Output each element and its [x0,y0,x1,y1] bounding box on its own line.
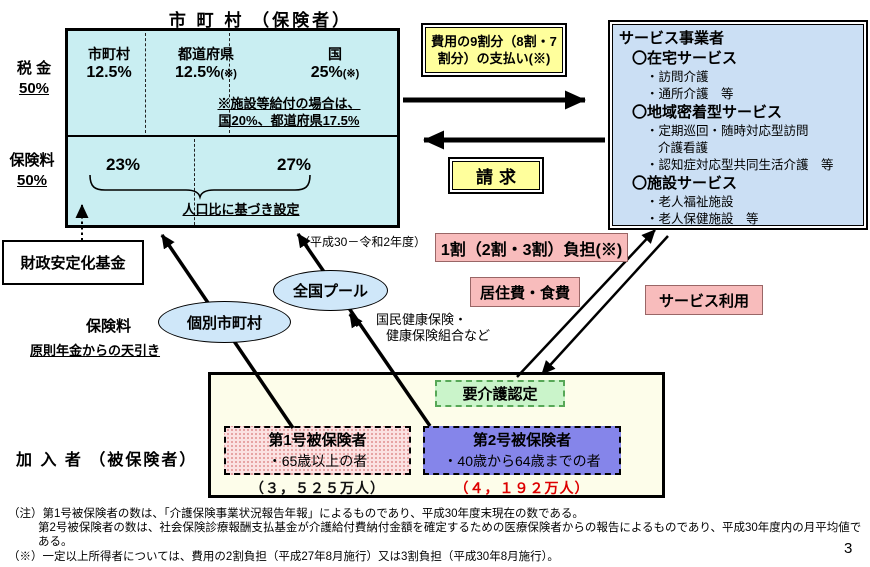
members-label: 加 入 者 （被保険者） [16,452,198,469]
pension-deduction-label: 原則年金からの天引き [30,343,161,358]
footnote-line2: 第2号被保険者の数は、社会保険診療報酬支払基金が介護給付費納付金額を確定するため… [38,522,862,534]
footnote-line3: ある。 [38,536,73,548]
tax-column-prefecture: 都道府県 12.5%(※) [161,45,251,84]
copayment-box: 1割（2割・3割）負担(※) [435,233,628,262]
insured-no1-count: （３，５２５万人） [250,480,385,496]
population-ratio-label: 人口比に基づき設定 [182,202,300,217]
service-item: ・認知症対応型共同生活介護 等 [646,158,834,172]
individual-municipality-oval: 個別市町村 [158,301,291,343]
service-item: ・老人保健施設 等 [646,212,759,226]
payment-line1: 費用の9割分（8割・7 [431,34,557,49]
care-need-certification-box: 要介護認定 [435,380,565,407]
service-item-cont: 介護看護 [658,141,709,155]
cost-payment-box: 費用の9割分（8割・7 割分）の支払い(※) [421,23,567,77]
national-pool-oval: 全国プール [273,270,388,311]
insurer-municipality-box: 市町村 12.5% 都道府県 12.5%(※) 国 25%(※) ※施設等給付の… [65,28,400,228]
insured-no2-count: （４，１９２万人） [454,480,590,496]
column-name: 市町村 [88,46,130,62]
tax-column-municipality: 市町村 12.5% [70,45,148,83]
insured-no1-desc: ・65歳以上の者 [267,453,368,469]
tax-column-national: 国 25%(※) [281,45,389,84]
facility-benefit-note: ※施設等給付の場合は、 国20%、都道府県17.5% [217,96,361,128]
column-separator-dashed [145,33,146,133]
service-category-facility: 〇施設サービス [632,175,738,192]
tax-label: 税 金 [16,60,52,77]
asterisk-mark: (※) [220,68,237,80]
insurer-box-divider [68,135,397,137]
service-use-box: サービス利用 [645,285,763,315]
premium-percent-no2: 27% [276,155,312,174]
service-category-community: 〇地域密着型サービス [632,104,783,121]
column-percent: 12.5%(※) [175,64,237,81]
asterisk-mark: (※) [342,68,360,80]
residence-meal-cost-box: 居住費・食費 [470,277,580,307]
insured-members-box: 要介護認定 第1号被保険者 ・65歳以上の者 （３，５２５万人） 第2号被保険者… [208,372,665,498]
insured-no1-box: 第1号被保険者 ・65歳以上の者 [224,426,411,475]
tax-percent-label: 50% [18,80,50,97]
page-number: 3 [844,540,853,557]
billing-request-box: 請求 [448,157,544,194]
footnote-line1: （注）第1号被保険者の数は、「介護保険事業状況報告年報」によるものであり、平成3… [8,508,584,520]
insured-no2-box: 第2号被保険者 ・40歳から64歳までの者 [423,426,621,475]
service-provider-box: サービス事業者 〇在宅サービス ・訪問介護 ・通所介護 等 〇地域密着型サービス… [608,20,868,230]
service-item: ・定期巡回・随時対応型訪問 [646,124,809,138]
column-separator-dashed [229,33,230,133]
premium-percent-label: 50% [16,172,48,189]
column-percent: 25%(※) [310,64,360,81]
footnote-line4: （※）一定以上所得者については、費用の2割負担（平成27年8月施行）又は3割負担… [8,551,559,563]
service-category-home: 〇在宅サービス [632,50,738,67]
premium-percent-no1: 23% [105,155,141,174]
insurer-box-title: 市 町 村 （保険者） [168,11,353,30]
column-name: 都道府県 [178,46,234,62]
service-item: ・訪問介護 [646,70,709,84]
premium-arrow-pool-head [348,313,363,329]
insured-no1-title: 第1号被保険者 [268,432,367,449]
health-insurance-note: 国民健康保険・ 健康保険組合など [376,312,491,343]
payment-line2: 割分）の支払い(※) [437,51,551,66]
fiscal-stabilization-fund-box: 財政安定化基金 [2,240,144,285]
service-item: ・通所介護 等 [646,87,734,101]
period-note: （平成30－令和2年度） [298,235,427,249]
column-percent: 12.5% [86,64,132,81]
service-provider-title: サービス事業者 [619,30,725,47]
premium-share-label: 保険料 [9,152,55,169]
insured-no2-title: 第2号被保険者 [472,432,572,449]
premium-flow-label: 保険料 [86,318,132,335]
service-item: ・老人福祉施設 [646,195,734,209]
column-name: 国 [328,46,342,62]
insured-no2-desc: ・40歳から64歳までの者 [443,453,601,469]
